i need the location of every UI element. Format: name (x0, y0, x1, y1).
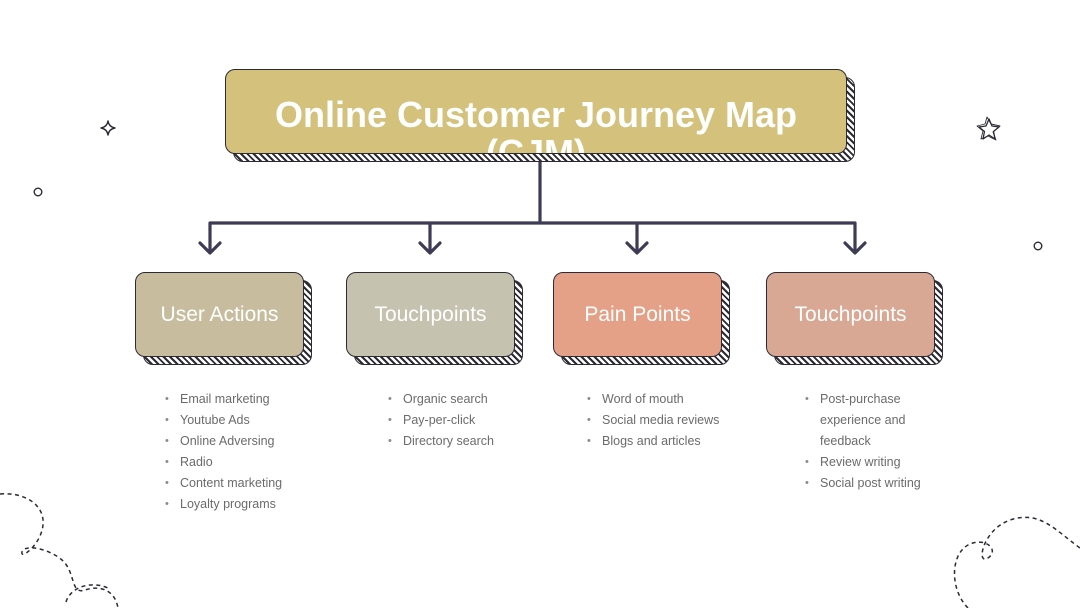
list-item: Social post writing (805, 473, 930, 494)
sparkle-icon (100, 120, 116, 136)
list-item: Post-purchase experience and feedback (805, 389, 930, 452)
page-title: Online Customer Journey Map (CJM) (274, 94, 798, 154)
dashed-swirl (0, 493, 119, 608)
list-item: Youtube Ads (165, 410, 335, 431)
list-item: Word of mouth (587, 389, 757, 410)
list-item: Loyalty programs (165, 494, 335, 515)
list-item: Social media reviews (587, 410, 757, 431)
card-pain-points: Pain Points (553, 272, 722, 357)
list-item: Email marketing (165, 389, 335, 410)
star-icon (976, 116, 1001, 141)
list-item: Radio (165, 452, 335, 473)
dashed-swirl (65, 584, 109, 603)
dashed-swirl (953, 516, 1080, 608)
card-touchpoints-after: Touchpoints (766, 272, 935, 357)
list-item: Organic search (388, 389, 548, 410)
list-item: Online Adversing (165, 431, 335, 452)
user-actions-list: Email marketing Youtube Ads Online Adver… (165, 389, 335, 515)
list-item: Pay-per-click (388, 410, 548, 431)
small-circle (33, 187, 43, 197)
touchpoints-after-list: Post-purchase experience and feedback Re… (805, 389, 930, 494)
pain-points-list: Word of mouth Social media reviews Blogs… (587, 389, 757, 452)
card-touchpoints: Touchpoints (346, 272, 515, 357)
touchpoints-list: Organic search Pay-per-click Directory s… (388, 389, 548, 452)
title-box: Online Customer Journey Map (CJM) (225, 69, 847, 154)
list-item: Directory search (388, 431, 548, 452)
small-circle (1033, 241, 1043, 251)
list-item: Content marketing (165, 473, 335, 494)
list-item: Blogs and articles (587, 431, 757, 452)
list-item: Review writing (805, 452, 930, 473)
card-user-actions: User Actions (135, 272, 304, 357)
